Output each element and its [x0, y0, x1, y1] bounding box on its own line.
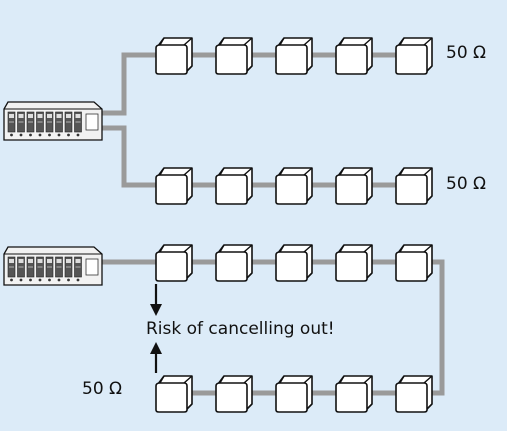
- antenna-module-icon: [335, 167, 373, 205]
- arrow-down-icon: [150, 284, 162, 316]
- cable-upper-chain-1: [102, 52, 413, 116]
- multi-channel-transmitter-icon: [3, 246, 103, 286]
- antenna-module-icon: [155, 167, 193, 205]
- antenna-module-icon: [215, 375, 253, 413]
- antenna-module-icon: [275, 375, 313, 413]
- antenna-module-icon: [395, 375, 433, 413]
- cable-upper-chain-2: [102, 125, 413, 188]
- antenna-module-icon: [275, 244, 313, 282]
- termination-label-top-2: 50 Ω: [446, 174, 487, 194]
- multi-channel-transmitter-icon: [3, 101, 103, 141]
- warning-label: Risk of cancelling out!: [146, 319, 335, 339]
- antenna-module-icon: [215, 244, 253, 282]
- antenna-module-icon: [275, 167, 313, 205]
- antenna-module-icon: [335, 37, 373, 75]
- antenna-module-icon: [155, 375, 193, 413]
- arrow-up-icon: [150, 342, 162, 373]
- antenna-module-icon: [155, 244, 193, 282]
- antenna-module-icon: [335, 375, 373, 413]
- antenna-module-icon: [395, 244, 433, 282]
- antenna-module-icon: [335, 244, 373, 282]
- antenna-module-icon: [275, 37, 313, 75]
- antenna-module-icon: [215, 37, 253, 75]
- termination-label-bottom: 50 Ω: [82, 379, 123, 399]
- cable-lines: [102, 52, 445, 396]
- devices-layer: [3, 37, 433, 413]
- termination-label-top-1: 50 Ω: [446, 43, 487, 63]
- antenna-module-icon: [215, 167, 253, 205]
- antenna-module-icon: [395, 37, 433, 75]
- antenna-module-icon: [395, 167, 433, 205]
- antenna-module-icon: [155, 37, 193, 75]
- arrows-layer: [150, 284, 162, 373]
